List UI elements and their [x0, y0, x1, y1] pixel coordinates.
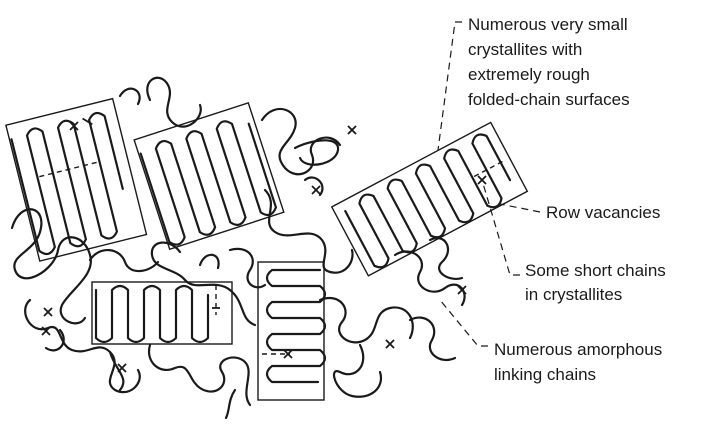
- amorphous-chain: [152, 243, 255, 325]
- leader-amorphous: [440, 300, 488, 346]
- leader-short-chains: [482, 180, 520, 275]
- label-line: linking chains: [494, 365, 596, 384]
- amorphous-chain: [230, 249, 265, 287]
- amorphous-chain: [12, 209, 91, 323]
- amorphous-chain: [200, 255, 219, 268]
- crystallite-lower-middle: [258, 262, 325, 400]
- label-crystallites: Numerous very small crystallites with ex…: [468, 15, 630, 109]
- label-row-vacancies: Row vacancies: [546, 203, 660, 222]
- amorphous-chain: [226, 390, 235, 418]
- amorphous-chain: [295, 140, 338, 164]
- amorphous-chain: [410, 318, 455, 360]
- crystallite-lower-left: [92, 282, 232, 344]
- leader-row-vacancies: [500, 204, 540, 212]
- amorphous-chain: [430, 238, 462, 279]
- amorphous-chain: [147, 78, 201, 127]
- crystallite-right: [332, 122, 528, 275]
- chain-end-marks: [42, 122, 486, 372]
- folded-chain: [267, 270, 325, 382]
- amorphous-chain: [149, 345, 250, 405]
- label-line: in crystallites: [525, 285, 622, 304]
- amorphous-chain: [120, 89, 140, 104]
- amorphous-chain: [334, 345, 381, 397]
- label-line: extremely rough: [468, 65, 590, 84]
- label-short-chains: Some short chains in crystallites: [525, 261, 666, 304]
- amorphous-chain-network: [12, 78, 465, 418]
- crystallite-upper-middle: [134, 103, 284, 249]
- folded-chain: [139, 114, 277, 247]
- folded-chain: [343, 132, 518, 271]
- amorphous-chain: [320, 298, 413, 342]
- label-line: Numerous amorphous: [494, 340, 662, 359]
- label-line: folded-chain surfaces: [468, 90, 630, 109]
- folded-chain: [96, 286, 208, 342]
- label-line: crystallites with: [468, 40, 582, 59]
- label-line: Some short chains: [525, 261, 666, 280]
- amorphous-chain: [90, 250, 158, 271]
- label-line: Numerous very small: [468, 15, 628, 34]
- folded-chain: [10, 111, 133, 256]
- row-vacancy-dash: [39, 162, 97, 177]
- label-line: Row vacancies: [546, 203, 660, 222]
- label-amorphous: Numerous amorphous linking chains: [494, 340, 662, 384]
- leader-crystallites: [438, 22, 462, 150]
- crystallite-frame: [134, 103, 284, 249]
